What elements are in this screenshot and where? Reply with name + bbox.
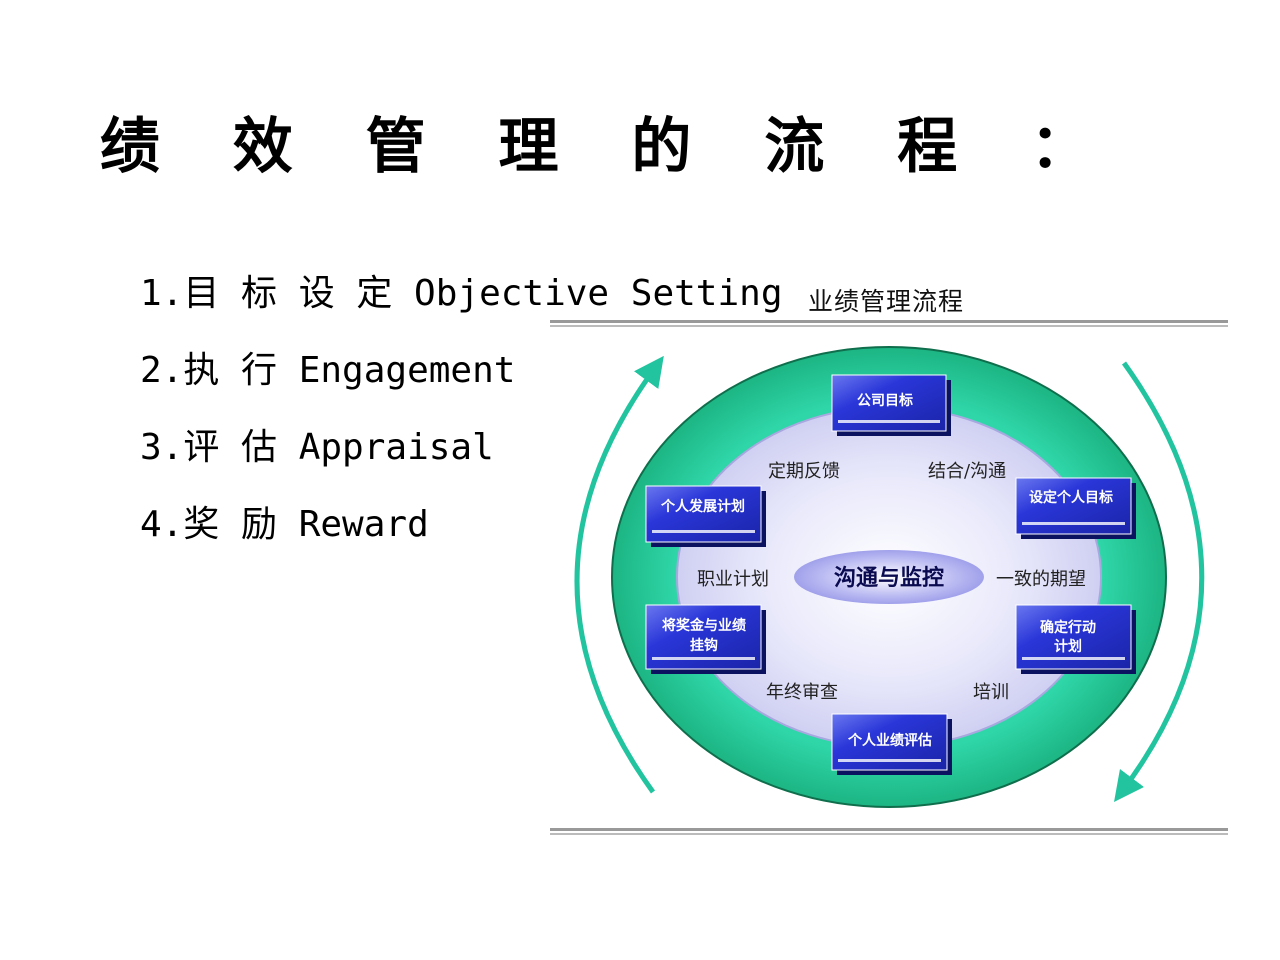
right-cycle-arrow: [1114, 361, 1205, 803]
svg-text:个人发展计划: 个人发展计划: [660, 498, 745, 515]
steps-list: 1.目 标 设 定 Objective Setting 2.执 行 Engage…: [140, 268, 783, 576]
svg-text:计划: 计划: [1054, 638, 1082, 655]
center-oval: [794, 550, 984, 604]
ring-label-combine-communicate: 结合/沟通: [928, 461, 1006, 482]
step-objective-setting: 1.目 标 设 定 Objective Setting: [140, 273, 783, 314]
ring-label-consistent-expectation: 一致的期望: [996, 569, 1086, 590]
box-individual-performance-appraisal: 个人业绩评估: [831, 713, 952, 775]
top-rule: [550, 320, 1228, 327]
svg-text:个人业绩评估: 个人业绩评估: [847, 732, 932, 749]
box-action-plan: 确定行动 计划: [1015, 604, 1136, 674]
box-link-bonus-performance: 将奖金与业绩 挂钩: [645, 604, 766, 674]
step-appraisal: 3.评 估 Appraisal: [140, 427, 494, 468]
box-set-personal-goal: 设定个人目标: [1015, 477, 1136, 539]
svg-text:挂钩: 挂钩: [690, 637, 718, 654]
svg-text:确定行动: 确定行动: [1040, 619, 1096, 636]
svg-text:将奖金与业绩: 将奖金与业绩: [662, 617, 746, 634]
ring-label-career-plan: 职业计划: [697, 569, 769, 590]
box-personal-development-plan: 个人发展计划: [645, 485, 766, 547]
svg-text:公司目标: 公司目标: [857, 392, 913, 409]
center-label: 沟通与监控: [834, 565, 944, 591]
ring-label-periodic-feedback: 定期反馈: [768, 461, 840, 482]
ring-label-training: 培训: [973, 682, 1009, 703]
svg-text:设定个人目标: 设定个人目标: [1029, 489, 1113, 506]
page-title: 绩 效 管 理 的 流 程 ：: [99, 112, 1117, 182]
diagram-caption: 业绩管理流程: [808, 287, 965, 316]
step-reward: 4.奖 励 Reward: [140, 504, 429, 545]
box-company-goal: 公司目标: [831, 374, 951, 436]
step-engagement: 2.执 行 Engagement: [140, 350, 516, 391]
bottom-rule: [550, 828, 1228, 835]
left-cycle-arrow: [574, 355, 664, 794]
ring-label-year-end-review: 年终审查: [766, 682, 838, 703]
